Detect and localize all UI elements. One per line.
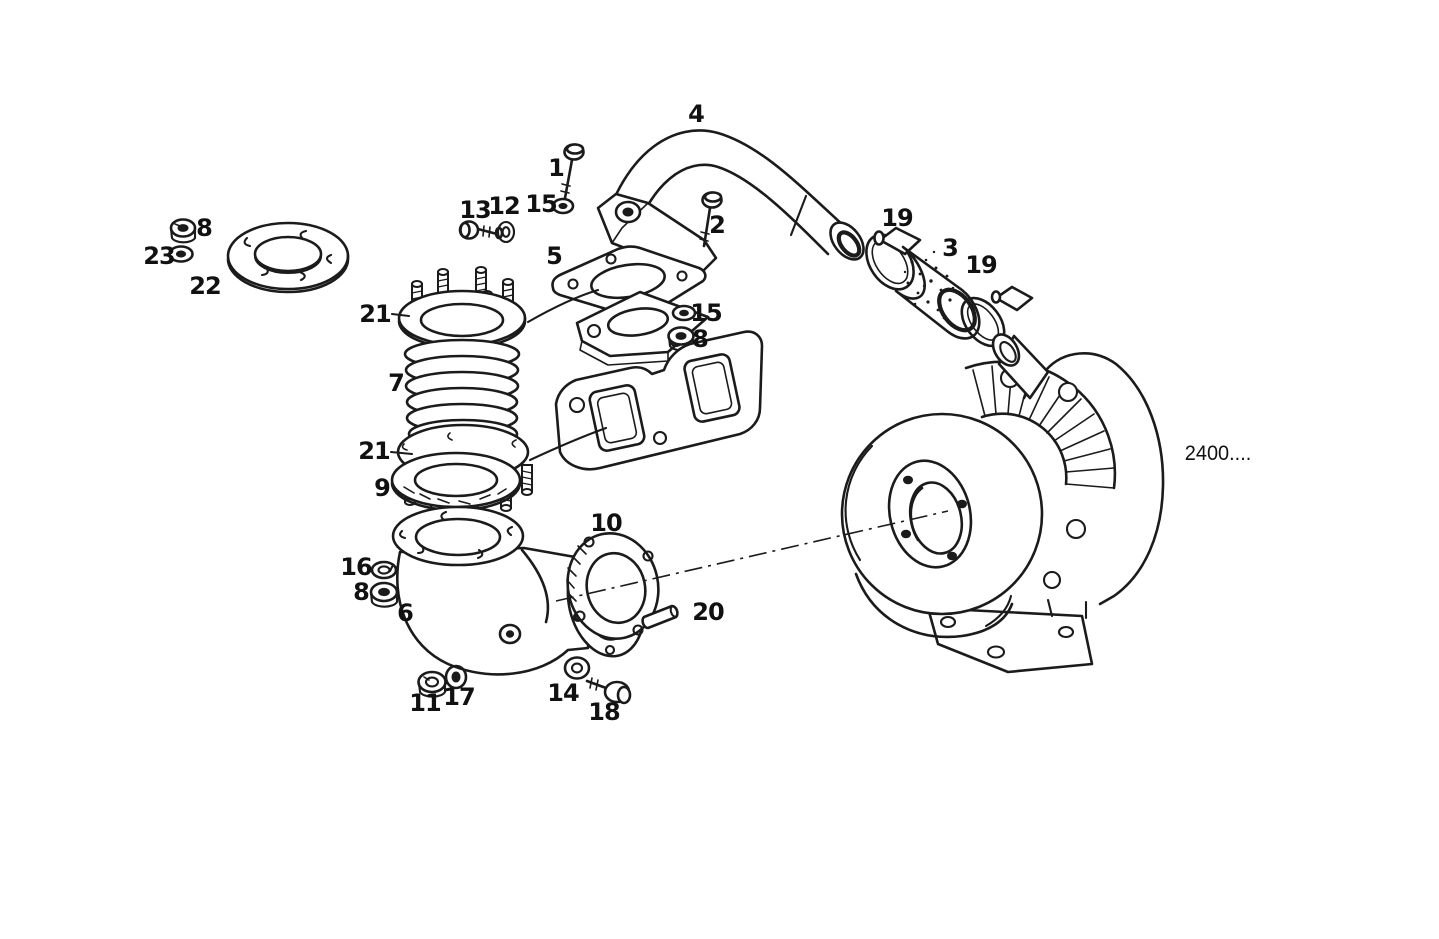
part-18-hex-bolt xyxy=(585,677,632,705)
part-label-5: 5 xyxy=(546,242,563,270)
part-5-flange-gasket xyxy=(551,245,707,319)
part-9-gasket-ring xyxy=(390,451,522,512)
part-label-1: 1 xyxy=(548,154,565,182)
part-label-17: 17 xyxy=(443,683,475,711)
part-label-8b: 8 xyxy=(692,325,709,353)
part-22-spacer-ring xyxy=(226,221,350,294)
part-8-hex-nut-lower xyxy=(369,581,399,608)
part-13-bolt xyxy=(458,220,504,240)
assembly-centerline xyxy=(555,510,949,602)
part-1-hex-bolt xyxy=(560,143,585,200)
part-label-22: 22 xyxy=(189,272,221,300)
turbocharger-reference-code: 2400.... xyxy=(1184,442,1252,465)
part-label-16: 16 xyxy=(340,553,372,581)
part-label-12: 12 xyxy=(488,192,520,220)
part-16-lock-washer xyxy=(370,560,398,580)
part-17-washer xyxy=(444,664,468,690)
part-label-6: 6 xyxy=(397,599,414,627)
part-label-21a: 21 xyxy=(359,300,391,328)
part-20-dowel-pin xyxy=(641,604,679,630)
part-label-15b: 15 xyxy=(690,299,722,327)
part-2-hex-bolt xyxy=(699,191,723,248)
part-label-14: 14 xyxy=(547,679,579,707)
part-8-hex-nut-left xyxy=(169,218,197,244)
hose-texture-dots xyxy=(903,250,955,320)
part-label-19a: 19 xyxy=(881,204,913,232)
part-label-23: 23 xyxy=(143,242,175,270)
part-label-18: 18 xyxy=(588,698,620,726)
part-3-connecting-hose xyxy=(894,245,981,340)
part-label-3: 3 xyxy=(942,234,959,262)
part-10-gasket-ring xyxy=(566,532,660,640)
part-12-washer xyxy=(496,220,516,244)
part-14-washer xyxy=(563,656,591,680)
part-label-4: 4 xyxy=(688,100,705,128)
part-label-7: 7 xyxy=(388,369,405,397)
part-label-8c: 8 xyxy=(353,578,370,606)
part-label-21b: 21 xyxy=(358,437,390,465)
part-label-11: 11 xyxy=(409,689,441,717)
part-label-9: 9 xyxy=(374,474,391,502)
part-11-hex-nut xyxy=(417,670,447,698)
part-label-20: 20 xyxy=(692,598,724,626)
part-label-2: 2 xyxy=(709,211,726,239)
part-label-8a: 8 xyxy=(196,214,213,242)
part-15-washer-lower xyxy=(671,304,697,322)
part-4-exhaust-elbow-pipe xyxy=(596,129,865,274)
part-label-13: 13 xyxy=(459,196,491,224)
turbocharger xyxy=(840,333,1165,674)
part-label-19b: 19 xyxy=(965,251,997,279)
part-23-washer xyxy=(168,245,194,263)
part-label-15a: 15 xyxy=(525,190,557,218)
manifold-gasket xyxy=(554,330,764,471)
part-label-10: 10 xyxy=(590,509,622,537)
part-15-washer-upper xyxy=(551,197,575,215)
leader-lines xyxy=(389,288,608,462)
part-7-bellows-coupling xyxy=(396,289,530,481)
